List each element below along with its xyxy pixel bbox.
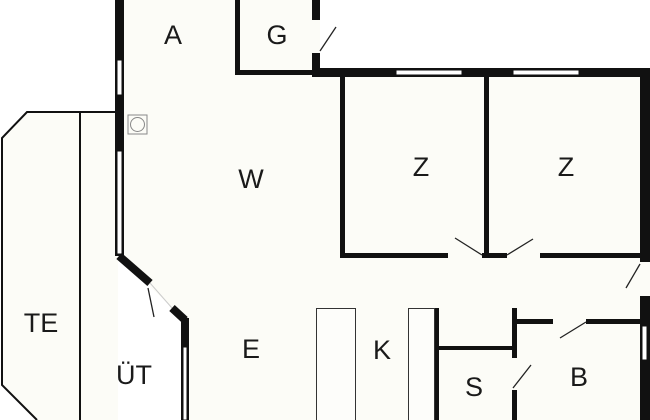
room-label-a: A [164,20,182,50]
room-label-s: S [465,372,483,402]
window-left-lower [116,150,123,255]
door-swing-b [559,321,587,339]
wall-b-top-right [586,319,642,324]
door-swing-g [319,26,337,52]
terrace-outline [0,111,118,420]
door-swing-s [512,364,532,389]
wall-g-bottom [235,70,320,75]
wall-z2-bottom [540,253,642,258]
window-z1 [395,69,463,76]
room-label-g: G [266,20,287,50]
room-label-z2: Z [558,152,575,182]
room-label-k: K [373,335,391,365]
room-label-w: W [238,164,264,194]
door-swing-z2 [506,238,534,256]
wall-b-left-top [512,308,517,358]
door-swing-z1 [454,237,483,256]
room-label-e: E [242,334,260,364]
wall-z-middle [484,75,489,258]
door-swing-diagonal [147,287,155,318]
wall-right-upper [640,68,650,262]
window-e-left [182,346,188,420]
wall-s-top [434,346,514,350]
door-gap-diagonal [149,282,173,309]
room-label-z1: Z [413,152,430,182]
wall-b-top-left [514,319,553,324]
wall-s-left [434,308,439,420]
wall-z-bottom-mid [482,253,507,258]
kitchen-counter-left [316,308,356,420]
door-swing-right [625,263,641,289]
terrace-interior [2,112,118,420]
wall-z-top [312,68,650,77]
wall-z-left [340,75,345,258]
room-label-b: B [570,362,588,392]
wall-z1-bottom [340,253,448,258]
wall-left [115,0,124,256]
wall-b-left-bottom [512,390,517,420]
room-label-te: TE [24,308,59,338]
window-left-upper [116,59,123,96]
kitchen-counter-right [408,308,435,420]
window-z2 [512,69,580,76]
wall-diagonal-a [116,252,153,287]
wall-g-right-top [312,0,320,20]
wall-g-left [235,0,240,75]
wall-g-right-bottom [312,53,320,77]
room-label-ut: ÜT [116,360,152,390]
fan-symbol-icon [127,114,148,135]
window-b-right [641,325,648,361]
